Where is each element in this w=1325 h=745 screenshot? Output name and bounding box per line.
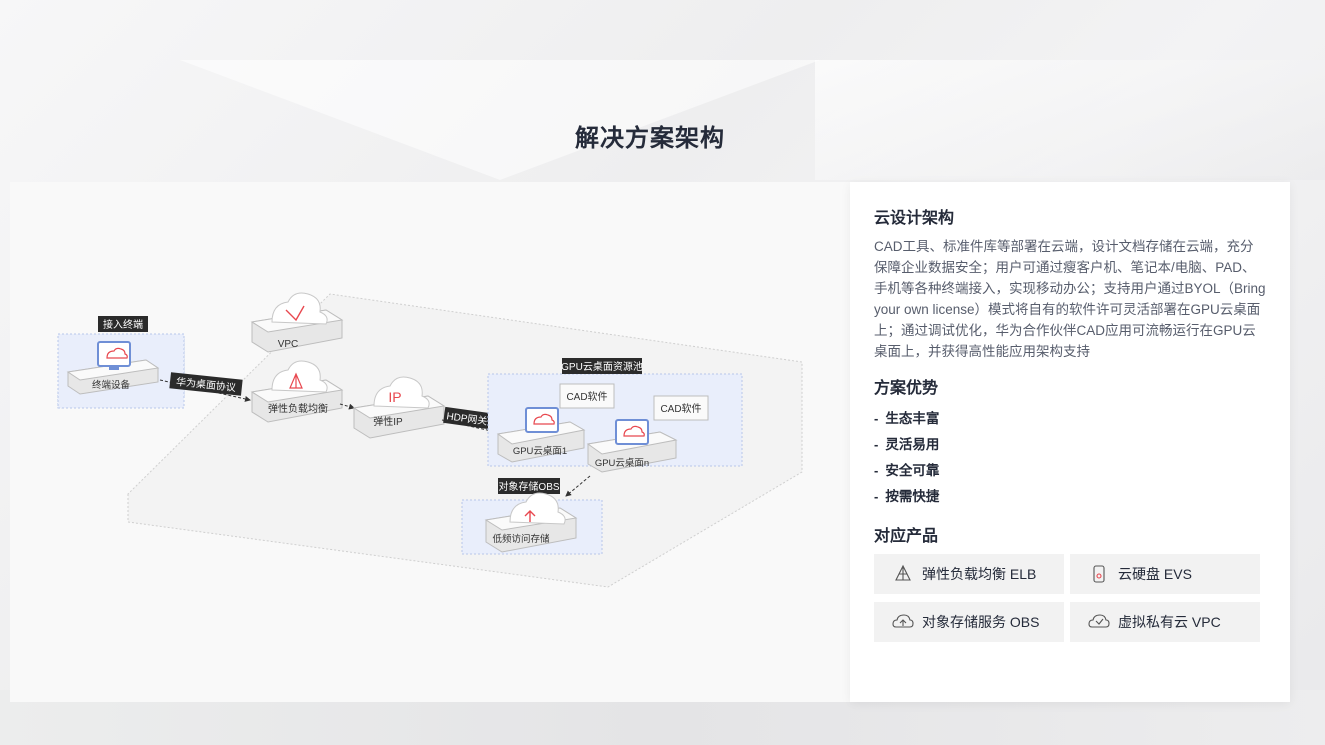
evs-icon [1088,563,1110,585]
dash-bullet: - [874,463,879,478]
obs-tag [498,478,560,494]
obs-zone: 对象存储OBS 低频访问存储 [461,478,603,555]
product-grid: 弹性负载均衡 ELB 云硬盘 EVS 对象存储服务 OBS 虚拟私有云 VPC [874,554,1266,642]
monitor-icon [615,419,649,445]
protocol-connector: 华为桌面协议 [159,372,251,402]
advantages-heading: 方案优势 [874,380,939,397]
advantage-item: -安全可靠 [874,458,1266,484]
product-vpc-link[interactable]: 虚拟私有云 VPC [1070,602,1260,642]
access-terminal-zone: 接入终端 终端设备 [57,316,185,409]
eip-node: IP 弹性IP [352,376,446,439]
cad-software-label: CAD软件 [566,390,607,403]
advantage-text: 生态丰富 [885,411,940,426]
advantage-text: 安全可靠 [885,463,940,478]
cad-software-card [653,395,709,421]
cad-software-label: CAD软件 [660,402,701,415]
advantages-list: -生态丰富 -灵活易用 -安全可靠 -按需快捷 [874,406,1266,510]
solution-info-panel: 云设计架构 CAD工具、标准件库等部署在云端，设计文档存储在云端，充分保障企业数… [850,182,1290,702]
products-heading: 对应产品 [874,528,939,545]
vpc-icon [1088,611,1110,633]
elb-label: 弹性负载均衡 [268,402,328,415]
elb-icon [892,563,914,585]
product-label: 对象存储服务 OBS [922,614,1040,630]
advantage-item: -生态丰富 [874,406,1266,432]
cloud-design-heading: 云设计架构 [874,210,955,227]
access-terminal-tag [98,316,148,332]
obs-icon [892,611,914,633]
product-label: 虚拟私有云 VPC [1118,614,1221,630]
eip-label: 弹性IP [373,415,403,428]
monitor-icon [525,407,559,433]
dash-bullet: - [874,437,879,452]
elb-node: 弹性负载均衡 [250,360,344,423]
vpc-node: VPC [250,292,344,353]
advantage-item: -按需快捷 [874,484,1266,510]
product-obs-link[interactable]: 对象存储服务 OBS [874,602,1064,642]
gpu-pool-tag [562,358,642,374]
product-elb-link[interactable]: 弹性负载均衡 ELB [874,554,1064,594]
terminal-device-label: 终端设备 [92,379,131,391]
advantage-text: 灵活易用 [885,437,940,452]
hdp-gateway-connector: HDP网关 [441,406,497,434]
gpu-pool-label: GPU云桌面资源池 [561,360,643,373]
dash-bullet: - [874,411,879,426]
cloud-design-description: CAD工具、标准件库等部署在云端，设计文档存储在云端，充分保障企业数据安全；用户… [874,239,1266,359]
gpu-desktop-1-label: GPU云桌面1 [513,445,567,457]
ip-icon: IP [388,389,401,405]
low-freq-storage-label: 低频访问存储 [492,533,550,545]
dash-bullet: - [874,489,879,504]
vpc-label: VPC [278,339,299,350]
product-label: 云硬盘 EVS [1118,566,1192,582]
gpu-pool-zone: GPU云桌面资源池 CAD软件 CAD软件 GPU云桌面1 GPU云桌面n [487,358,743,473]
product-evs-link[interactable]: 云硬盘 EVS [1070,554,1260,594]
product-label: 弹性负载均衡 ELB [922,566,1037,582]
gpu-desktop-n-label: GPU云桌面n [595,457,649,469]
advantage-text: 按需快捷 [885,489,940,504]
cad-software-card [559,383,615,409]
advantage-item: -灵活易用 [874,432,1266,458]
section-title: 解决方案架构 [575,125,725,152]
hdp-gateway-tag [443,406,491,430]
protocol-tag [169,372,243,396]
obs-label: 对象存储OBS [498,480,559,493]
access-terminal-label: 接入终端 [103,318,143,331]
architecture-diagram: 接入终端 终端设备 华为桌面协议 VPC [10,182,850,702]
